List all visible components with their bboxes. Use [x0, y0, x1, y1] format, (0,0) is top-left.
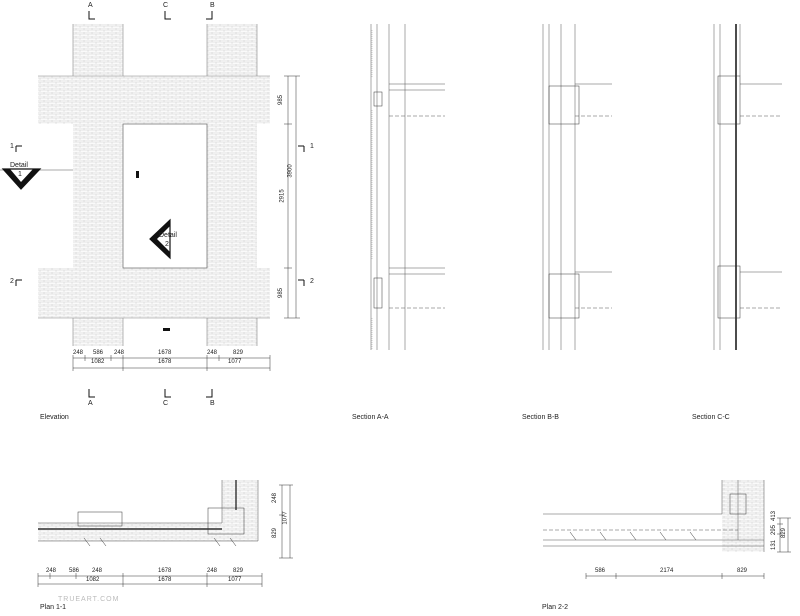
section-mark-a-bottom: A	[88, 400, 93, 407]
plan11-dim-5: 248	[207, 568, 218, 574]
plan11-dim-right-1: 248	[272, 492, 279, 504]
elevation-dim-right-3: 985	[278, 287, 285, 299]
plan11-dim-2: 586	[69, 568, 80, 574]
caption-elevation: Elevation	[40, 414, 69, 421]
detail-1-marker	[1, 168, 42, 190]
section-cut-marks	[15, 11, 305, 398]
caption-section-aa: Section A-A	[352, 414, 389, 421]
section-mark-c-bottom: C	[163, 400, 169, 407]
plan22-dim-right-1: 131	[771, 539, 778, 551]
section-bb-drawing	[542, 24, 612, 350]
plan11-dim-right-2: 829	[272, 527, 279, 539]
plan-11-drawing	[38, 480, 259, 547]
section-mark-1-left: 1	[10, 143, 14, 150]
plan22-dim-right-2: 295	[771, 524, 778, 536]
caption-section-cc: Section C-C	[692, 414, 730, 421]
handle-mark	[136, 171, 139, 178]
section-mark-b-top: B	[210, 2, 215, 9]
section-mark-1-right: 1	[310, 143, 314, 150]
detail-2-marker	[149, 218, 171, 260]
elevation-dim-total-1: 1082	[91, 359, 105, 365]
section-mark-2-right: 2	[310, 278, 314, 285]
plan11-dim-1: 248	[46, 568, 57, 574]
plan-11-dimension-lines	[37, 484, 293, 587]
plan11-dim-6: 829	[233, 568, 244, 574]
elevation-dim-3: 248	[114, 350, 125, 356]
plan11-dim-4: 1678	[158, 568, 172, 574]
handle-mark	[163, 328, 170, 331]
plan22-dim-right-total: 829	[781, 527, 788, 539]
plan-22-dimension-lines	[585, 517, 791, 579]
plan22-dim-1: 586	[595, 568, 606, 574]
section-mark-c-top: C	[163, 2, 169, 9]
section-mark-b-bottom: B	[210, 400, 215, 407]
elevation-dim-6: 829	[233, 350, 244, 356]
section-mark-a-top: A	[88, 2, 93, 9]
plan11-dim-total-1: 1082	[86, 577, 100, 583]
plan11-dim-right-total: 1077	[282, 511, 289, 525]
detail-2-number: 2	[165, 241, 169, 248]
caption-plan-22: Plan 2-2	[542, 604, 569, 611]
plan11-dim-total-2: 1678	[158, 577, 172, 583]
plan11-dim-total-3: 1077	[228, 577, 242, 583]
section-cc-drawing	[713, 24, 782, 350]
plan22-dim-right-3: 413	[771, 510, 778, 522]
plan22-dim-2: 2174	[660, 568, 674, 574]
elevation-dim-total-2: 1678	[158, 359, 172, 365]
watermark-text: TRUEART.COM	[58, 596, 120, 603]
caption-plan-11: Plan 1-1	[40, 604, 67, 611]
caption-section-bb: Section B-B	[522, 414, 559, 421]
elevation-drawing	[0, 11, 305, 398]
detail-1-label: Detail	[10, 162, 28, 169]
elevation-dim-right-total: 3900	[287, 164, 294, 178]
plan11-dim-3: 248	[92, 568, 103, 574]
elevation-dim-total-3: 1077	[228, 359, 242, 365]
elevation-dim-4: 1678	[158, 350, 172, 356]
elevation-dim-5: 248	[207, 350, 218, 356]
section-aa-drawing	[370, 24, 445, 350]
elevation-dim-2: 586	[93, 350, 104, 356]
section-mark-2-left: 2	[10, 278, 14, 285]
elevation-dim-right-2: 2915	[279, 189, 286, 203]
detail-1-number: 1	[18, 171, 22, 178]
elevation-dimension-lines	[72, 75, 300, 371]
plan22-dim-3: 829	[737, 568, 748, 574]
elevation-dim-1: 248	[73, 350, 84, 356]
plan-22-drawing	[543, 480, 765, 552]
elevation-dim-right-1: 985	[278, 94, 285, 106]
brick-wall	[38, 24, 270, 346]
detail-2-label: Detail	[159, 232, 177, 239]
